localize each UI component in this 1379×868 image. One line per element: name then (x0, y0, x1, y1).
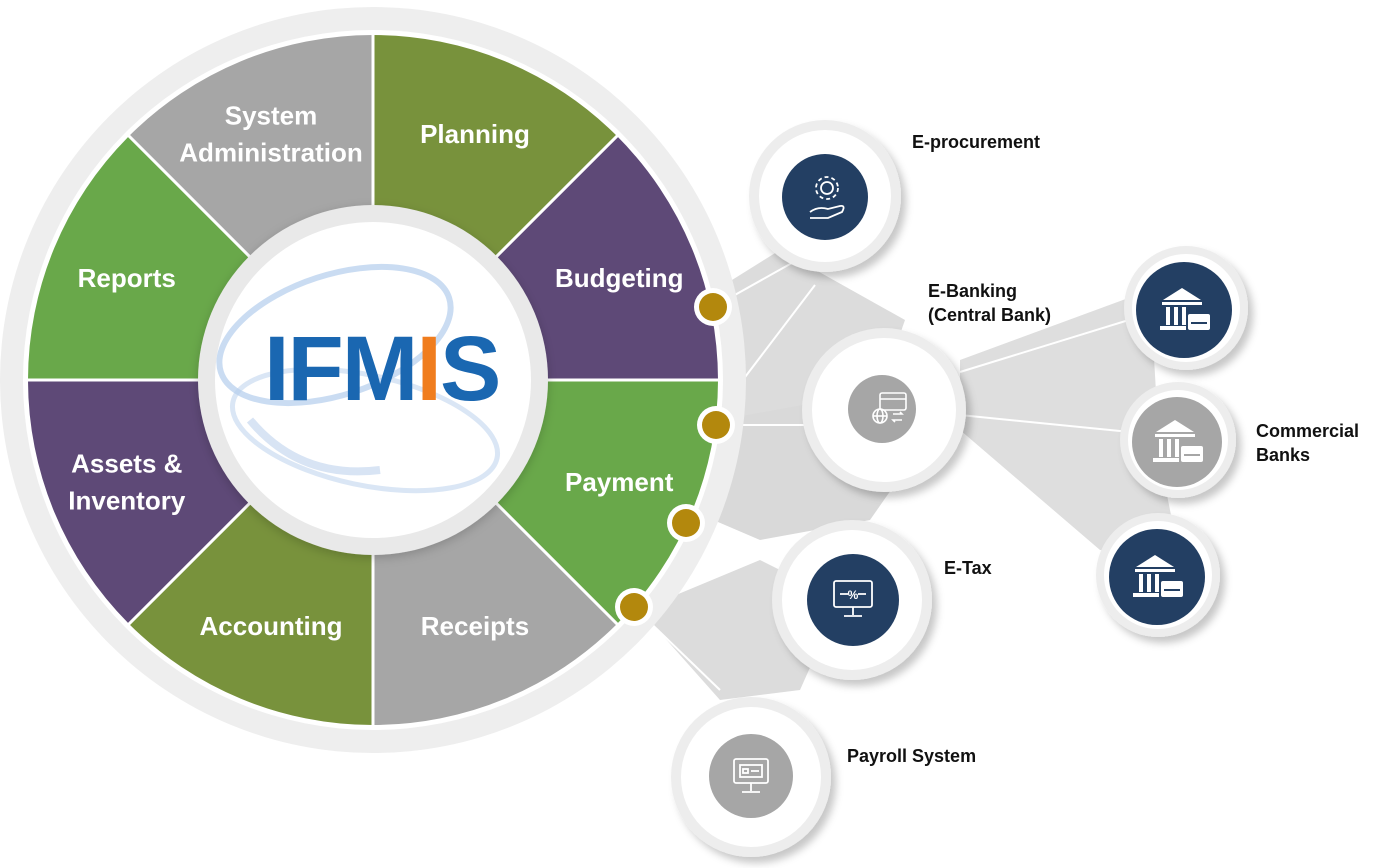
e-procurement-node: E-procurement (749, 120, 1040, 272)
connector-dot-payment-lower (667, 504, 705, 542)
e-tax-label: E-Tax (944, 558, 992, 578)
connector-lines (633, 249, 1146, 691)
segment-planning (373, 35, 617, 259)
bank-node-1 (1124, 246, 1248, 370)
connector-dots (615, 288, 735, 626)
segment-system-administration (129, 35, 373, 259)
e-banking-node: E-Banking (Central Bank) (802, 281, 1051, 492)
segment-assets-inventory (28, 380, 252, 624)
procurement-gear-hand-icon (809, 176, 845, 219)
bank-building-icon (1160, 288, 1210, 330)
commercial-banks-label: Commercial Banks (1256, 421, 1364, 465)
e-banking-label: E-Banking (Central Bank) (928, 281, 1051, 325)
segment-reports (28, 136, 252, 380)
logo-text-s: S (440, 318, 499, 420)
logo-text-i: I (416, 318, 440, 420)
bank-building-icon (1153, 420, 1203, 462)
segment-divider (126, 500, 253, 627)
payroll-system-label: Payroll System (847, 746, 976, 766)
segment-divider (493, 133, 620, 260)
module-label-budgeting: Budgeting (555, 263, 684, 293)
module-label-payment: Payment (565, 467, 674, 497)
segment-budgeting (494, 136, 718, 380)
segment-receipts (373, 501, 617, 725)
segment-divider (126, 133, 253, 260)
payroll-system-node: Payroll System (671, 697, 976, 857)
commercial-banks-group: Commercial Banks (1096, 246, 1364, 637)
connector-dot-budgeting (694, 288, 732, 326)
e-banking-card-globe-icon (872, 392, 907, 424)
module-label-reports: Reports (78, 263, 176, 293)
e-procurement-label: E-procurement (912, 132, 1040, 152)
logo-swirl (216, 263, 454, 407)
payroll-monitor-icon (733, 758, 769, 793)
connector-dot-payroll (615, 588, 653, 626)
module-label-accounting: Accounting (200, 611, 343, 641)
connector-dot-payment-upper (697, 406, 735, 444)
tax-monitor-icon: % (833, 580, 873, 617)
module-label-planning: Planning (420, 119, 530, 149)
bank-node-3 (1096, 513, 1220, 637)
segment-accounting (129, 501, 373, 725)
logo-text-ifm: IFM (264, 318, 416, 420)
bank-building-icon (1133, 555, 1183, 597)
integration-nodes: E-procurement E-Banking (Central Bank) (671, 120, 1364, 857)
module-label-receipts: Receipts (421, 611, 529, 641)
segment-payment (494, 380, 718, 624)
svg-text:%: % (848, 588, 859, 602)
segment-divider (493, 500, 620, 627)
bank-node-2 (1120, 382, 1236, 498)
module-label-assets-inventory: Assets &Inventory (68, 448, 186, 515)
e-tax-node: % E-Tax (772, 520, 992, 680)
ifmis-logo: IFMIS (198, 205, 548, 555)
svg-text:IFMIS: IFMIS (264, 318, 499, 420)
